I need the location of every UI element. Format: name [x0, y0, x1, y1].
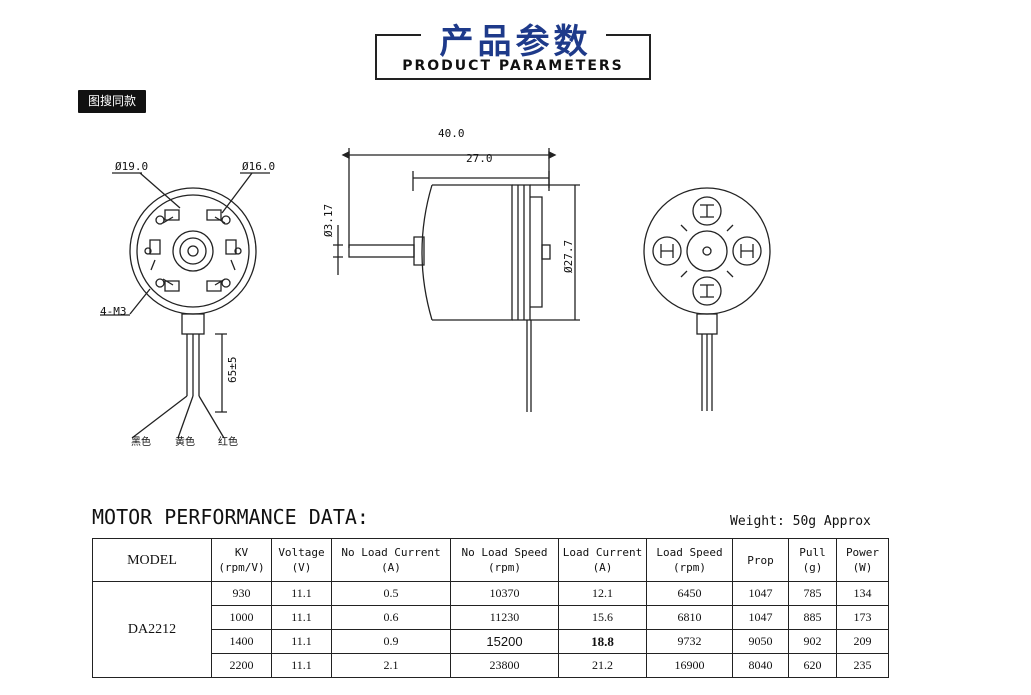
header-voltage: Voltage(V) [271, 538, 332, 582]
cell-voltage: 11.1 [271, 581, 332, 606]
dim-length-27: 27.0 [466, 152, 493, 165]
weight-note: Weight: 50g Approx [730, 514, 871, 529]
header-load-speed: Load Speed(rpm) [646, 538, 733, 582]
cell-no-load-speed: 10370 [450, 581, 559, 606]
model-cell: DA2212 [92, 581, 212, 678]
header-no-load-current: No Load Current(A) [331, 538, 451, 582]
cell-no-load-speed: 11230 [450, 605, 559, 630]
front-view [100, 172, 270, 439]
header-prop: Prop [732, 538, 789, 582]
cell-load-speed: 16900 [646, 653, 733, 678]
cell-pull: 902 [788, 629, 837, 654]
cell-kv: 930 [211, 581, 272, 606]
cell-no-load-current: 0.6 [331, 605, 451, 630]
dim-shaft-diameter: Ø3.17 [322, 204, 335, 237]
header-load-current: Load Current(A) [558, 538, 647, 582]
header-power: Power(W) [836, 538, 889, 582]
cell-load-speed: 6810 [646, 605, 733, 630]
cell-no-load-current: 2.1 [331, 653, 451, 678]
header-model: MODEL [92, 538, 212, 582]
header-frame [375, 34, 651, 80]
dim-body-diameter: Ø27.7 [562, 240, 575, 273]
wire-label-black: 黑色 [131, 435, 151, 448]
dim-lead-length: 65±5 [226, 357, 239, 384]
wire-label-red: 红色 [218, 435, 238, 448]
cell-power: 235 [836, 653, 889, 678]
cell-no-load-current: 0.5 [331, 581, 451, 606]
page-title-cn: 产品参数 [439, 22, 592, 62]
header-no-load-speed: No Load Speed(rpm) [450, 538, 559, 582]
cell-power: 134 [836, 581, 889, 606]
cell-pull: 620 [788, 653, 837, 678]
cell-prop: 1047 [732, 605, 789, 630]
dim-screws: 4-M3 [100, 305, 127, 318]
cell-kv: 2200 [211, 653, 272, 678]
motor-technical-drawing: Ø19.0 Ø16.0 4-M3 65±5 黑色 黄色 红色 40.0 27.0… [100, 127, 771, 448]
wire-label-yellow: 黄色 [175, 435, 195, 448]
cell-load-current: 18.8 [558, 629, 647, 654]
cell-load-speed: 6450 [646, 581, 733, 606]
cell-prop: 8040 [732, 653, 789, 678]
table-row: 2200 11.1 2.1 23800 21.2 16900 8040 620 … [93, 653, 889, 678]
cell-no-load-current: 0.9 [331, 629, 451, 654]
cell-no-load-speed: 15200 [450, 629, 559, 654]
cell-load-current: 12.1 [558, 581, 647, 606]
cell-load-current: 15.6 [558, 605, 647, 630]
cell-load-current: 21.2 [558, 653, 647, 678]
cell-voltage: 11.1 [271, 653, 332, 678]
header-frame-left-rule [375, 34, 421, 36]
performance-title: MOTOR PERFORMANCE DATA: [92, 505, 369, 529]
header-pull: Pull(g) [788, 538, 837, 582]
performance-table: MODEL KV(rpm/V) Voltage(V) No Load Curre… [92, 538, 889, 678]
cell-kv: 1400 [211, 629, 272, 654]
dim-dia-19: Ø19.0 [115, 160, 148, 173]
page-title-en: PRODUCT PARAMETERS [402, 58, 624, 74]
table-row: 1400 11.1 0.9 15200 18.8 9732 9050 902 2… [93, 629, 889, 654]
image-search-button[interactable]: 图搜同款 [78, 90, 146, 113]
header-frame-right-rule [606, 34, 651, 36]
cell-prop: 9050 [732, 629, 789, 654]
cell-prop: 1047 [732, 581, 789, 606]
cell-kv: 1000 [211, 605, 272, 630]
dim-length-40: 40.0 [438, 127, 465, 140]
cell-power: 209 [836, 629, 889, 654]
table-row: DA2212 930 11.1 0.5 10370 12.1 6450 1047… [92, 581, 889, 678]
cell-load-speed: 9732 [646, 629, 733, 654]
cell-voltage: 11.1 [271, 629, 332, 654]
rear-view [643, 187, 771, 411]
cell-power: 173 [836, 605, 889, 630]
dim-dia-16: Ø16.0 [242, 160, 275, 173]
cell-pull: 785 [788, 581, 837, 606]
table-row: 1000 11.1 0.6 11230 15.6 6810 1047 885 1… [93, 605, 889, 630]
header-kv: KV(rpm/V) [211, 538, 272, 582]
cell-no-load-speed: 23800 [450, 653, 559, 678]
side-view [333, 148, 580, 412]
cell-voltage: 11.1 [271, 605, 332, 630]
cell-pull: 885 [788, 605, 837, 630]
table-header-row: MODEL KV(rpm/V) Voltage(V) No Load Curre… [92, 538, 889, 582]
